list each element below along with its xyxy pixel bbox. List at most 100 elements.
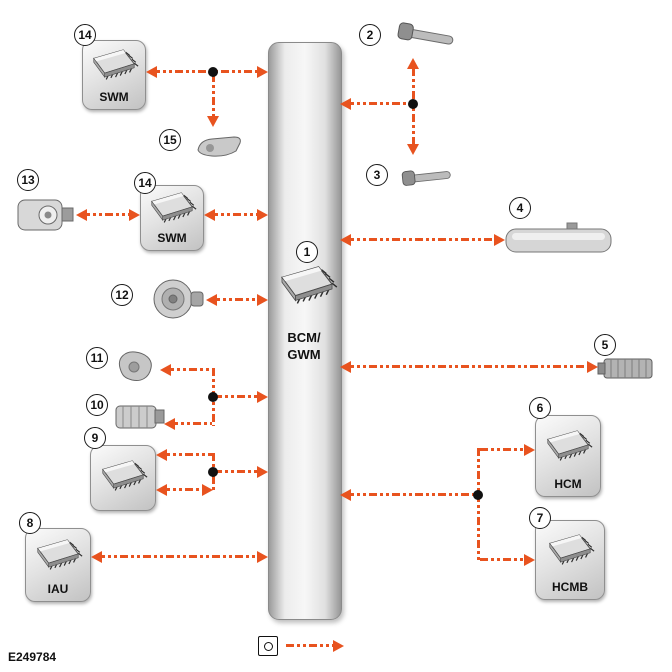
arrowhead [91,551,102,563]
arrow-to-10 [170,422,212,425]
chip-icon [87,46,141,88]
arrowhead [333,640,344,652]
arrowhead [407,144,419,155]
sensor-11-icon [110,344,160,388]
bcm-gwm-label: BCM/ GWM [287,330,321,362]
module-label: SWM [99,90,129,104]
arrowhead [129,209,140,221]
junction-dot [208,67,218,77]
module-swm-mid: SWM [140,185,204,251]
callout-1: 1 [296,241,318,263]
junction-dot [208,467,218,477]
callout-2: 2 [359,24,381,46]
arrow-bcm-module5 [346,365,592,368]
arrowhead [156,484,167,496]
arrow-to-hcmb [480,558,526,561]
arrowhead [340,489,351,501]
arrow-branch-to-15 [212,74,215,118]
arrowhead [204,209,215,221]
callout-6: 6 [529,397,551,419]
arrow-horn-bcm [212,298,262,301]
arrow-bcm-mirror [346,238,499,241]
module-label: IAU [47,582,69,596]
callout-3: 3 [366,164,388,186]
interior-mirror-icon [505,220,613,256]
arrowhead [160,364,171,376]
arrowhead [340,234,351,246]
chip-icon [276,262,338,314]
arrowhead [207,116,219,127]
arrow-swm-top-bcm [152,70,262,73]
chip-icon [541,427,595,469]
arrowhead [524,444,535,456]
arrow-stalks-bcm [346,102,410,105]
module-swm-top: SWM [82,40,146,110]
chip-icon [31,536,85,578]
chip-icon [96,457,150,499]
module-label: HCMB [552,580,588,594]
callout-8: 8 [19,512,41,534]
arrowhead [494,234,505,246]
arrow-iau-bcm [97,555,261,558]
figure-id: E249784 [8,650,57,664]
stalk-upper-icon [393,14,459,60]
legend-circle-icon [263,641,273,651]
junction-dot [408,99,418,109]
callout-4: 4 [509,197,531,219]
callout-14-mid: 14 [134,172,156,194]
connector-10-icon [110,394,166,438]
callout-11: 11 [86,347,108,369]
arrow-branch-bcm-upper [214,395,260,398]
sensor-15-icon [190,126,246,166]
legend-callout-symbol [258,636,278,656]
arrow-hcm-vertical [477,448,480,562]
chip-icon [543,531,597,573]
module-label: SWM [157,231,187,245]
arrow-swm-mid-bcm [210,213,262,216]
module-9 [90,445,156,511]
arrowhead [257,209,268,221]
arrowhead [202,484,213,496]
arrowhead [257,391,268,403]
callout-7: 7 [529,507,551,529]
arrow-to-hcm [480,448,526,451]
arrowhead [407,58,419,69]
module-hcm: HCM [535,415,601,497]
arrowhead [340,98,351,110]
callout-15: 15 [159,129,181,151]
arrowhead [76,209,87,221]
junction-dot [473,490,483,500]
arrow-to-11 [166,368,212,371]
arrowhead [257,551,268,563]
arrowhead [146,66,157,78]
callout-5: 5 [594,334,616,356]
arrowhead [257,66,268,78]
arrow-9-bottom [162,488,204,491]
arrowhead [340,361,351,373]
module-iau: IAU [25,528,91,602]
callout-10: 10 [86,394,108,416]
legend-network-arrow [286,644,334,647]
callout-13: 13 [17,169,39,191]
arrow-projector-swm [82,213,134,216]
projector-icon [16,190,76,238]
module-hcmb: HCMB [535,520,605,600]
arrowhead [164,418,175,430]
arrow-bcm-hcm-trunk [346,493,476,496]
arrowhead [587,361,598,373]
module-label: HCM [554,477,582,491]
arrow-branch-bcm-lower [214,470,260,473]
arrowhead [156,449,167,461]
arrowhead [206,294,217,306]
junction-dot [208,392,218,402]
callout-14-top: 14 [74,24,96,46]
arrowhead [524,554,535,566]
stalk-lower-icon [396,158,458,198]
callout-12: 12 [111,284,133,306]
horn-icon [146,274,206,324]
chip-icon [145,189,199,231]
arrow-9-top [162,453,212,456]
bcm-gwm-column [268,42,342,620]
module-5-icon [596,348,656,388]
